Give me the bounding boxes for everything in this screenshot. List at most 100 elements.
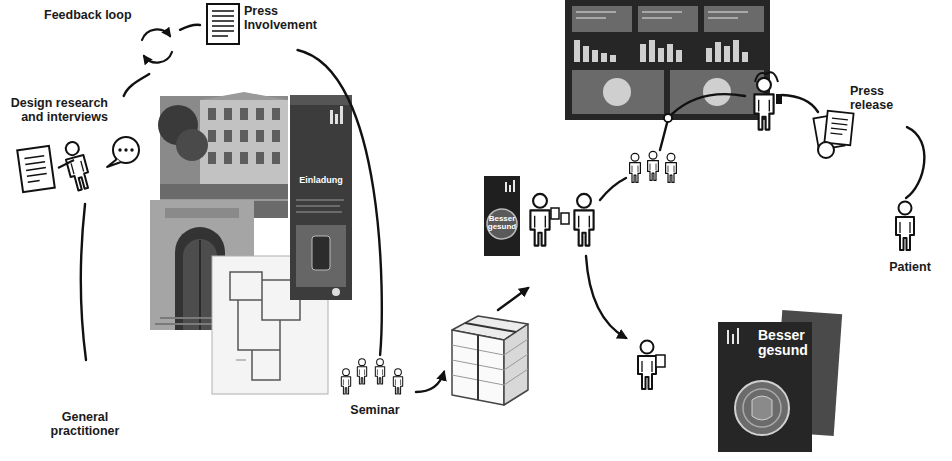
- illustration-part: [572, 70, 664, 114]
- illustration-part: [272, 130, 280, 142]
- illustration-part: [704, 6, 764, 32]
- illustration-part: [551, 208, 559, 219]
- junction-dot: [664, 114, 672, 122]
- illustration-part: [658, 48, 664, 62]
- invitation-brochure: [290, 95, 352, 300]
- illustration-part: [224, 130, 232, 142]
- flow-arrow: [586, 256, 626, 338]
- illustration-part: [17, 146, 55, 192]
- illustration-part: [504, 324, 528, 405]
- booklet-title: Besser gesund: [758, 328, 812, 357]
- illustration-part: [667, 44, 673, 62]
- illustration-part: [24, 156, 47, 183]
- illustration-part: [330, 110, 333, 124]
- illustration-part: [290, 95, 352, 300]
- illustration-part: [107, 159, 121, 167]
- illustration-part: [62, 140, 92, 192]
- illustration-part: [818, 142, 834, 158]
- illustration-part: [256, 152, 264, 164]
- illustration-part: [601, 53, 607, 62]
- node-label: Seminar: [335, 403, 415, 417]
- street-photo: [158, 92, 288, 218]
- illustration-part: [672, 94, 745, 114]
- illustration-part: [735, 381, 789, 435]
- activity-node: Feedback loop: [40, 6, 180, 74]
- illustration-part: [452, 339, 528, 385]
- node-label: General practitioner: [45, 410, 125, 439]
- large-booklets: [718, 310, 842, 452]
- node-label: Feedback loop: [44, 8, 154, 22]
- illustration-part: [208, 108, 216, 120]
- node-label: Press Involvement: [244, 4, 320, 33]
- illustration-part: [199, 240, 201, 330]
- illustration-part: [776, 94, 782, 104]
- illustration-part: [200, 92, 288, 100]
- booklet-title: Besser gesund: [485, 215, 519, 232]
- doctor-group: [630, 151, 677, 182]
- single-doctor: [638, 341, 665, 390]
- actor-node: General practitioner: [45, 360, 127, 448]
- illustration-part: [752, 396, 772, 420]
- illustration-part: [715, 42, 721, 62]
- flow-connector: [81, 204, 86, 360]
- illustration-part: [240, 108, 248, 120]
- illustration-part: [296, 225, 346, 287]
- illustration-part: [600, 178, 626, 200]
- illustration-part: [574, 194, 593, 246]
- illustration-part: [332, 288, 340, 296]
- seminar-people: [341, 359, 402, 394]
- box-stack: [452, 316, 528, 405]
- illustration-part: [574, 40, 580, 62]
- illustration-part: [743, 389, 781, 427]
- illustration-part: [208, 130, 216, 142]
- illustration-part: [142, 29, 170, 40]
- illustration-part: [272, 108, 280, 120]
- illustration-part: [124, 148, 127, 151]
- illustration-part: [592, 50, 598, 62]
- illustration-part: [670, 70, 764, 114]
- connection-arcs: [600, 94, 818, 200]
- illustration-part: [572, 6, 764, 114]
- flow-arrow: [498, 288, 528, 310]
- illustration-part: [335, 114, 338, 124]
- illustration-part: [574, 40, 748, 106]
- illustration-part: [256, 130, 264, 142]
- illustration-part: [576, 12, 748, 18]
- illustration-part: [755, 72, 778, 82]
- small-booklet: [484, 176, 520, 256]
- activity-node: Seminar: [335, 355, 417, 425]
- press-document-icon: [207, 4, 239, 44]
- illustration-part: [224, 152, 232, 164]
- illustration-part: [638, 341, 656, 390]
- illustration-part: [212, 11, 234, 36]
- design-research-icons: [17, 137, 139, 192]
- press-release-icon: [813, 111, 853, 158]
- illustration-part: [506, 180, 514, 192]
- illustration-part: [224, 108, 232, 120]
- illustration-part: [583, 46, 589, 62]
- illustration-part: [733, 40, 739, 62]
- illustration-part: [724, 46, 730, 62]
- illustration-part: [144, 52, 172, 63]
- illustration-part: [312, 236, 330, 270]
- flow-connector: [906, 127, 924, 198]
- patient-figure: [896, 202, 914, 251]
- illustration-part: [649, 40, 655, 62]
- brochure-title: Einladung: [294, 176, 348, 185]
- illustration-part: [830, 118, 847, 135]
- illustration-part: [200, 100, 288, 184]
- illustration-part: [656, 355, 665, 367]
- illustration-part: [230, 272, 300, 380]
- illustration-part: [484, 176, 520, 256]
- illustration-part: [742, 52, 748, 62]
- illustration-part: [703, 78, 731, 106]
- illustration-part: [718, 322, 812, 452]
- illustration-part: [130, 148, 133, 151]
- illustration-part: [728, 328, 738, 344]
- node-label: Patient: [880, 260, 940, 274]
- illustration-part: [565, 0, 770, 120]
- illustration-part: [706, 48, 712, 62]
